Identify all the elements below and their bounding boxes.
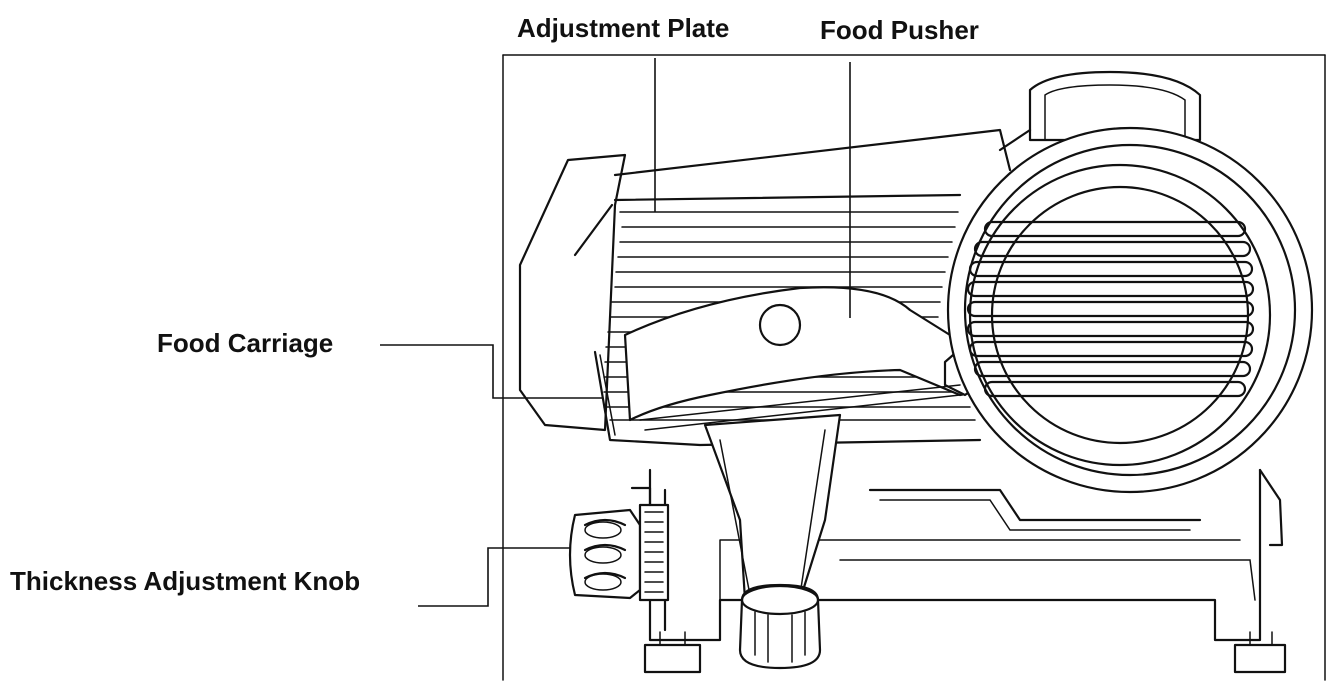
frame	[502, 54, 1326, 681]
blade-guard	[946, 70, 1314, 494]
callout-food-carriage: Food Carriage	[157, 328, 334, 358]
blade-slots	[966, 220, 1255, 398]
carriage-arm	[703, 413, 842, 670]
callout-thickness-adjustment-knob: Thickness Adjustment Knob	[10, 566, 361, 596]
leader-food-carriage	[380, 344, 602, 399]
feet	[643, 631, 1287, 674]
callout-food-pusher: Food Pusher	[820, 15, 979, 45]
food-pusher	[623, 286, 992, 431]
callout-adjustment-plate: Adjustment Plate	[517, 13, 730, 43]
leader-lines	[380, 58, 851, 607]
leader-thickness-knob	[418, 547, 570, 607]
thickness-knob	[568, 486, 670, 602]
